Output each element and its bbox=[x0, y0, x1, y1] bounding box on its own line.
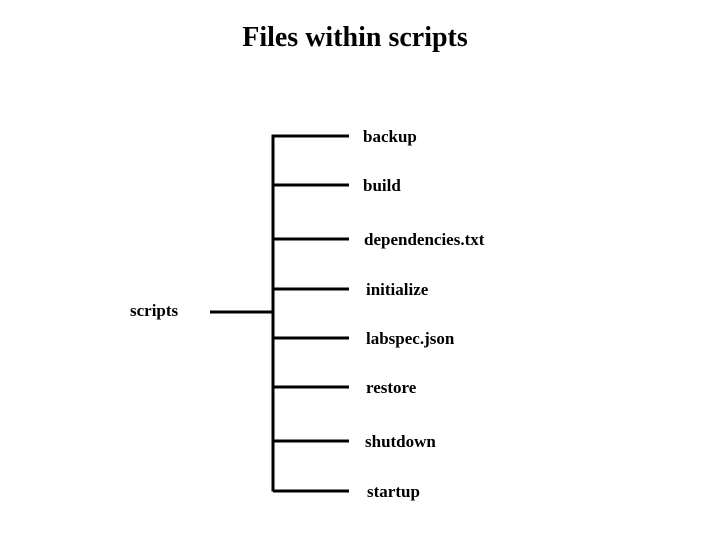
root-node-label: scripts bbox=[130, 301, 179, 320]
branch-group: backup build dependencies.txt initialize lab… bbox=[273, 127, 485, 501]
child-node-label: initialize bbox=[366, 280, 429, 299]
diagram-title: Files within scripts bbox=[242, 22, 468, 53]
child-node-label: startup bbox=[367, 482, 420, 501]
child-node-label: build bbox=[363, 176, 401, 195]
child-node-label: shutdown bbox=[365, 432, 436, 451]
child-node-label: labspec.json bbox=[366, 329, 455, 348]
child-node-label: restore bbox=[366, 378, 417, 397]
child-node-label: backup bbox=[363, 127, 417, 146]
child-node-label: dependencies.txt bbox=[364, 230, 485, 249]
